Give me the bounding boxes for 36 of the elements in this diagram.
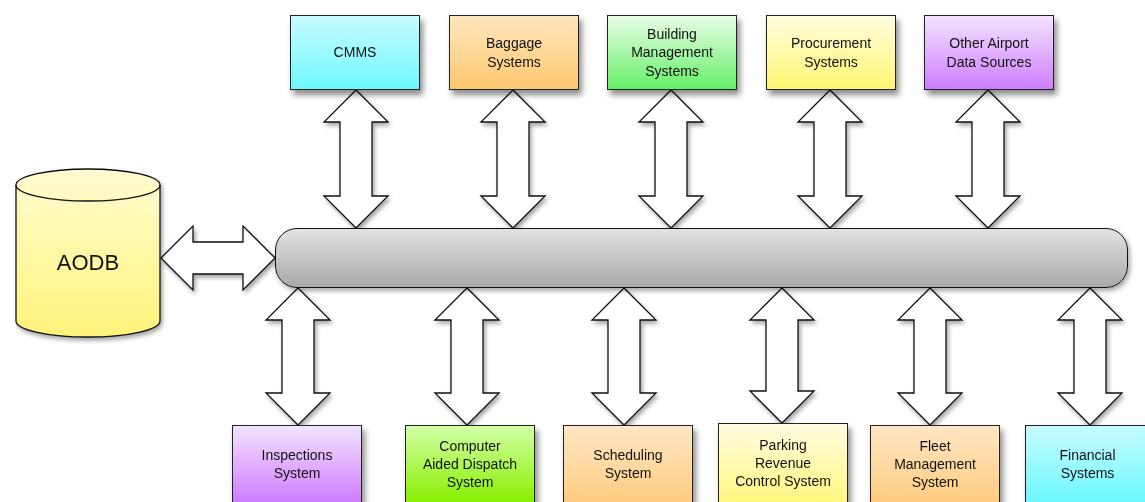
system-box [924,15,1054,90]
node-label: Baggage Systems [484,34,544,71]
double-arrow [748,287,816,424]
node-label: Building Management Systems [630,25,714,80]
node-label: Scheduling System [592,445,664,483]
double-arrow [322,89,390,229]
system-box [607,15,737,90]
double-arrow [954,89,1022,229]
node-label: Computer Aided Dispatch System [421,436,519,492]
system-box [405,425,535,502]
system-box [563,425,693,502]
system-box [290,15,420,90]
double-arrow [637,89,705,229]
node-label: Other Airport Data Sources [945,34,1033,71]
node-label: Procurement Systems [789,34,873,71]
data-bus-bar [275,228,1128,288]
double-arrow [160,224,276,292]
system-box [766,15,896,90]
system-box [449,15,579,90]
node-label: Fleet Management System [893,436,977,492]
double-arrow [896,287,964,426]
double-arrow [479,89,547,229]
double-arrow [590,287,658,426]
double-arrow [433,287,501,426]
node-label: Inspections System [260,445,334,483]
system-box [232,425,362,502]
node-label: AODB [55,248,121,277]
system-box [718,423,848,502]
system-box [870,425,1000,502]
double-arrow [1056,287,1124,426]
node-label: Financial Systems [1058,445,1117,483]
double-arrow [264,287,332,426]
node-label: Parking Revenue Control System [734,435,832,491]
system-box [1025,425,1145,502]
double-arrow [796,89,864,229]
node-label: CMMS [332,43,378,62]
